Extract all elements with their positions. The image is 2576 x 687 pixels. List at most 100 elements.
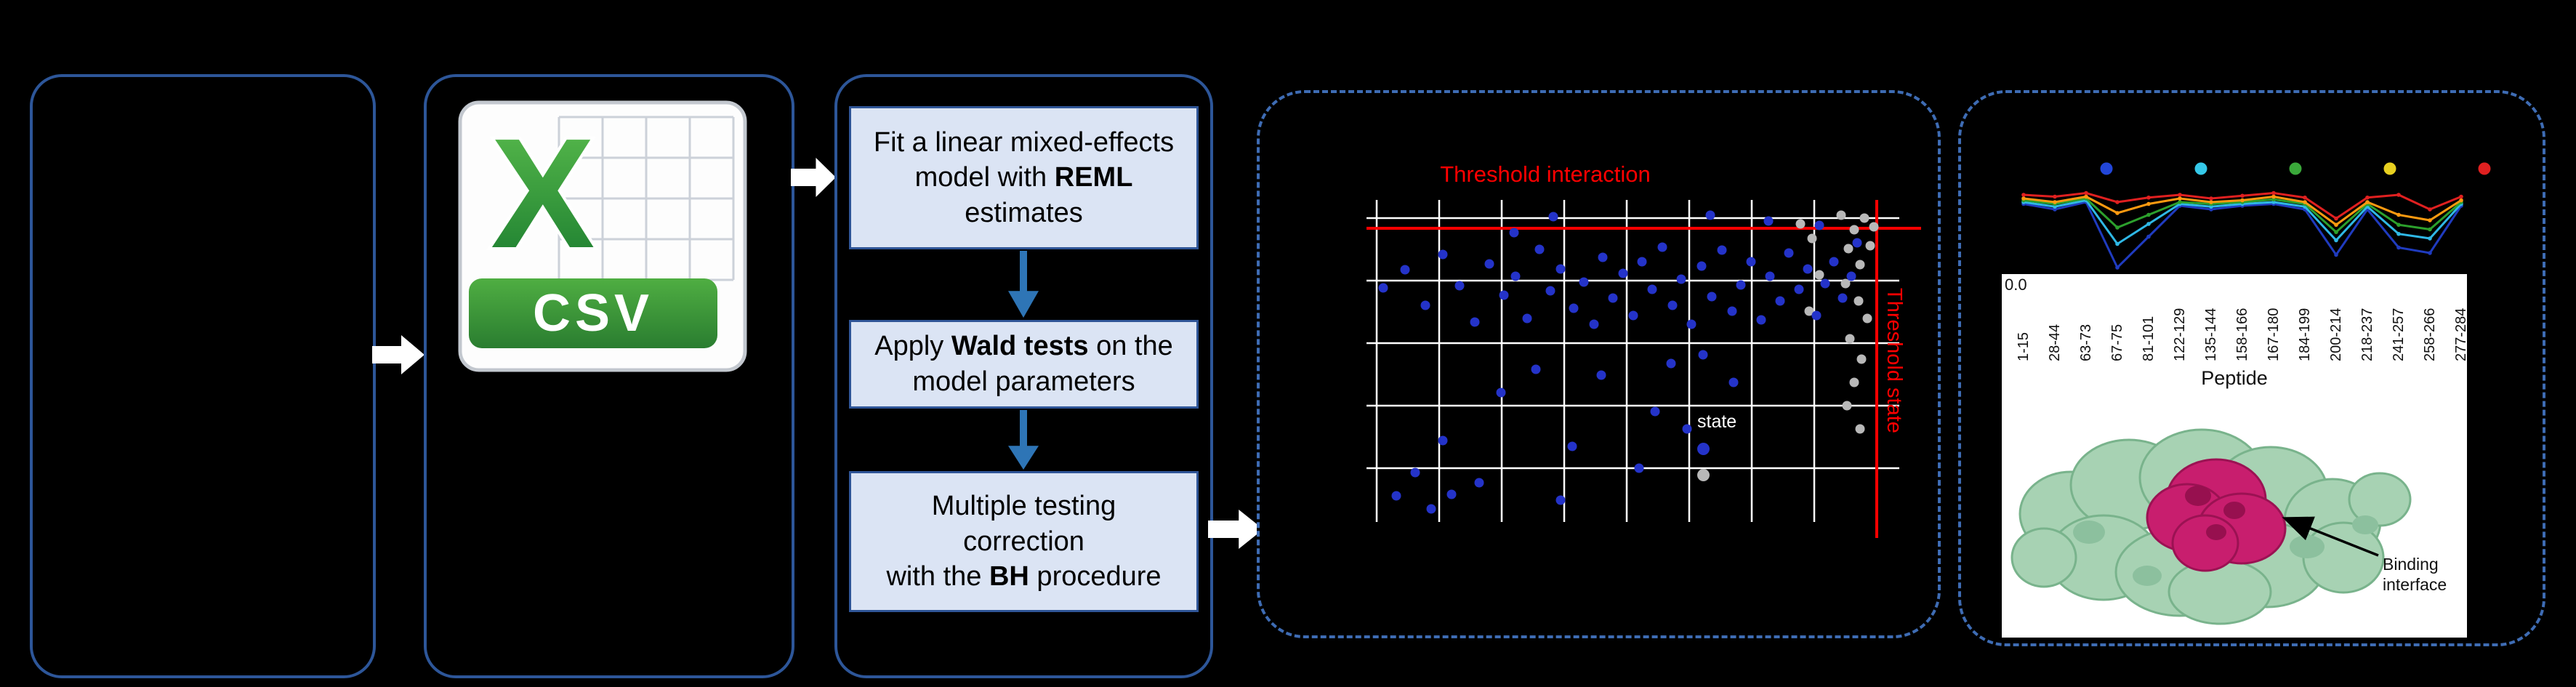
uptake-point — [2053, 194, 2057, 199]
scatter-point-significant — [1756, 315, 1766, 325]
uptake-point — [2303, 195, 2307, 200]
scatter-point-significant — [1545, 286, 1555, 296]
scatter-point-significant — [1579, 277, 1589, 287]
step-text: Multiple testing — [931, 491, 1116, 522]
step-text-bold: Wald tests — [951, 331, 1089, 362]
scatter-point-significant — [1647, 284, 1657, 294]
uptake-point — [2428, 207, 2432, 212]
scatter-point-significant — [1846, 271, 1856, 281]
scatter-point-significant — [1794, 284, 1804, 294]
scatter-point-significant — [1474, 478, 1484, 488]
scatter-point-significant — [1454, 281, 1465, 291]
scatter-point-significant — [1555, 264, 1566, 274]
scatter-point-significant — [1534, 244, 1545, 254]
scatter-point-nonsignificant — [1836, 210, 1846, 220]
scatter-point-nonsignificant — [1807, 233, 1817, 244]
scatter-point-significant — [1446, 489, 1457, 499]
uptake-point — [2271, 194, 2276, 199]
scatter-point-significant — [1509, 228, 1519, 238]
csv-panel: X CSV — [424, 74, 794, 678]
scatter-point-significant — [1667, 300, 1678, 310]
scatter-point-nonsignificant — [1869, 222, 1879, 232]
uptake-point — [2334, 222, 2338, 228]
binding-interface-texture — [2185, 486, 2245, 540]
peptide-label: 277-284 — [2453, 308, 2467, 361]
scatter-point-significant — [1784, 248, 1794, 258]
scatter-point-significant — [1426, 504, 1436, 514]
scatter-point-significant — [1555, 495, 1566, 505]
scatter-point-nonsignificant — [1814, 270, 1824, 280]
uptake-point — [2115, 211, 2120, 215]
scatter-point-significant — [1637, 257, 1647, 267]
scatter-point-nonsignificant — [1855, 260, 1865, 270]
scatter-point-significant — [1567, 441, 1577, 451]
arrow-shape — [1208, 510, 1263, 549]
scatter-legend: state — [1697, 411, 1736, 486]
peptide-label: 67-75 — [2109, 324, 2125, 361]
scatter-point-significant — [1765, 271, 1775, 281]
csv-banner-label: CSV — [533, 284, 653, 342]
uptake-point — [2115, 241, 2120, 246]
arrow-shape — [1008, 251, 1039, 318]
uptake-point — [2428, 227, 2432, 232]
step-wald-box: Apply Wald tests on the model parameters — [849, 320, 1199, 409]
peptide-label: 184-199 — [2297, 308, 2313, 361]
uptake-line — [2023, 201, 2463, 270]
scatter-point-significant — [1727, 306, 1737, 316]
scatter-point-significant — [1686, 319, 1696, 329]
peptide-label: 158-166 — [2234, 308, 2250, 361]
scatter-point-significant — [1676, 274, 1686, 284]
uptake-point — [2428, 251, 2432, 255]
scatter-point-significant — [1569, 303, 1579, 313]
scatter-point-significant — [1803, 264, 1813, 274]
uptake-point — [2334, 238, 2338, 243]
step-bh-text: Multiple testing correction with the BH … — [886, 489, 1161, 595]
uptake-point — [2365, 200, 2370, 204]
legend-dot-blue — [1697, 443, 1710, 455]
peptide-label: 241-257 — [2391, 308, 2407, 361]
results-plot-panel: Threshold interaction Threshold state st… — [1257, 90, 1941, 638]
uptake-legend-dot — [2478, 162, 2491, 175]
uptake-point — [2115, 265, 2120, 270]
uptake-point — [2021, 193, 2026, 197]
binding-interface-region — [2146, 458, 2287, 572]
scatter-point-nonsignificant — [1795, 219, 1806, 229]
scatter-point-nonsignificant — [1845, 334, 1855, 344]
scatter-point-significant — [1763, 216, 1774, 226]
scatter-point-nonsignificant — [1840, 278, 1851, 289]
scatter-point-significant — [1510, 271, 1521, 281]
uptake-legend-dot — [2289, 162, 2302, 175]
uptake-point — [2178, 193, 2182, 197]
uptake-svg — [2021, 162, 2491, 270]
scatter-point-nonsignificant — [1853, 296, 1864, 306]
step-text-bold: BH — [989, 561, 1029, 592]
scatter-point-nonsignificant — [1843, 244, 1853, 254]
uptake-legend-dot — [2383, 162, 2396, 175]
scatter-point-significant — [1705, 210, 1715, 220]
arrow-pipeline-to-results — [1208, 510, 1263, 549]
scatter-point-significant — [1707, 292, 1717, 302]
scatter-point-significant — [1596, 370, 1606, 380]
scatter-point-nonsignificant — [1856, 354, 1867, 364]
peptide-label: 258-266 — [2422, 308, 2438, 361]
arrow-shape — [791, 158, 836, 197]
uptake-point — [2209, 200, 2213, 204]
peptide-label: 167-180 — [2266, 308, 2282, 361]
scatter-point-significant — [1666, 358, 1676, 369]
step-bh-box: Multiple testing correction with the BH … — [849, 471, 1199, 612]
uptake-point — [2178, 196, 2182, 201]
scatter-point-significant — [1838, 293, 1848, 303]
scatter-point-significant — [1484, 259, 1494, 269]
csv-banner — [469, 278, 717, 348]
arrow-csv-to-pipeline — [791, 158, 836, 197]
uptake-point — [2396, 245, 2401, 250]
uptake-point — [2146, 195, 2151, 200]
threshold-state-label: Threshold state — [1883, 288, 1906, 433]
scatter-point-significant — [1438, 249, 1448, 260]
peptide-label: 63-73 — [2078, 324, 2094, 361]
pipeline-panel: Fit a linear mixed-effects model with RE… — [834, 74, 1213, 678]
scatter-point-significant — [1420, 300, 1430, 310]
